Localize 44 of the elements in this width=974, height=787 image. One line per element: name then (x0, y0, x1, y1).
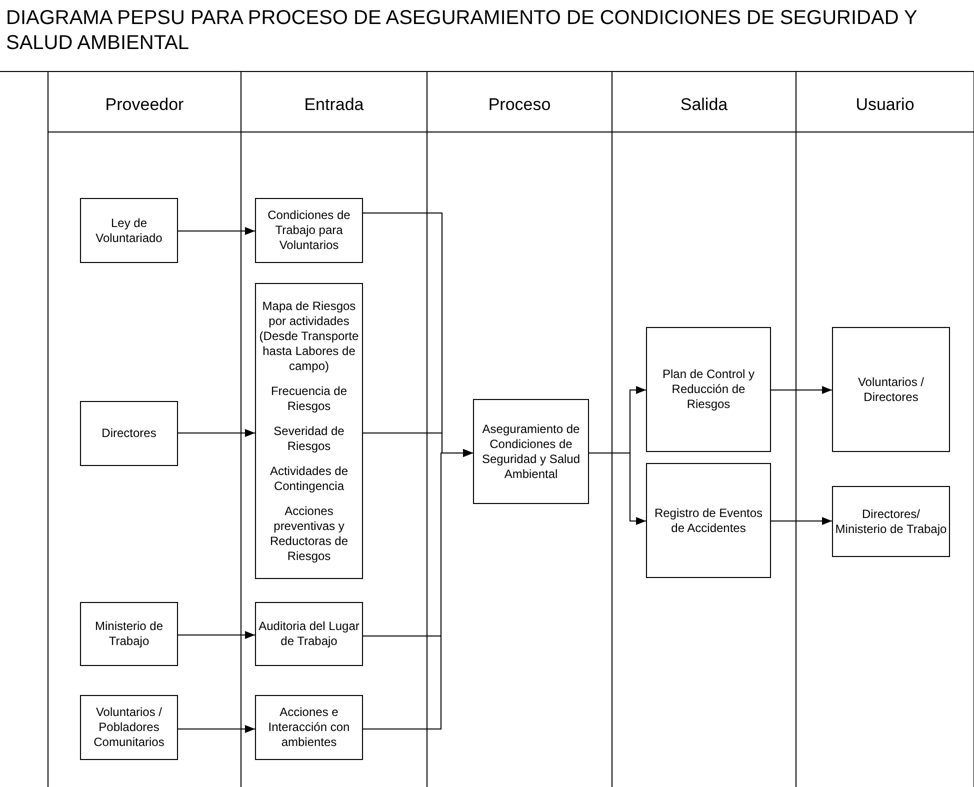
process-box (255, 695, 363, 760)
process-box (473, 399, 589, 504)
arrow (178, 227, 256, 235)
lane-heading: Proveedor (105, 94, 184, 116)
box-text: Ministerio de Trabajo (94, 619, 164, 649)
process-box (255, 283, 363, 579)
process-box (646, 463, 771, 578)
lane-heading: Usuario (856, 94, 914, 116)
box-text: Condiciones de Trabajo para Voluntarios (266, 208, 352, 253)
box-text: Voluntarios / Directores (856, 374, 926, 404)
box-text: Acciones preventivas y Reductoras de Riesgos (268, 504, 350, 564)
process-box (255, 198, 363, 263)
box-text: Aseguramiento de Condiciones de Seguridad y Salud Ambiental (480, 422, 582, 482)
box-text: Directores/ Ministerio de Trabajo (835, 506, 947, 536)
lane-heading: Entrada (304, 94, 364, 116)
arrow (362, 449, 474, 730)
diagram-title: DIAGRAMA PEPSU PARA PROCESO DE ASEGURAMIENTO DE CONDICIONES DE SEGURIDAD Y SALUD AMBIENTAL (6, 6, 918, 56)
box-text: Registro de Eventos de Accidentes (653, 506, 764, 536)
box-text: Ley de Voluntariado (94, 216, 164, 246)
process-box (255, 602, 363, 666)
box-text: Acciones e Interacción con ambientes (267, 705, 351, 750)
process-box (80, 602, 178, 666)
arrow (588, 452, 646, 525)
arrow (770, 386, 832, 394)
process-box (832, 486, 950, 557)
arrow (178, 725, 256, 733)
arrow (178, 429, 256, 437)
lane-heading: Proceso (488, 94, 551, 116)
process-box (646, 327, 771, 452)
box-text: Voluntarios / Pobladores Comunitarios (92, 705, 166, 750)
box-text: Plan de Control y Reducción de Riesgos (661, 367, 756, 412)
box-text: Severidad de Riesgos (272, 424, 346, 454)
process-box (80, 401, 178, 466)
arrow (178, 631, 256, 639)
process-box (80, 198, 178, 263)
lane-heading: Salida (680, 94, 728, 116)
arrow (770, 517, 832, 525)
box-text: Directores (102, 426, 156, 441)
process-box (832, 327, 950, 452)
process-box (80, 695, 178, 760)
box-text: Auditoria del Lugar de Trabajo (258, 619, 360, 649)
box-text: Frecuencia de Riesgos (270, 384, 348, 414)
box-text: Actividades de Contingencia (268, 464, 350, 494)
box-text: Mapa de Riesgos por actividades (Desde Transporte hasta Labores de campo) (258, 298, 360, 374)
